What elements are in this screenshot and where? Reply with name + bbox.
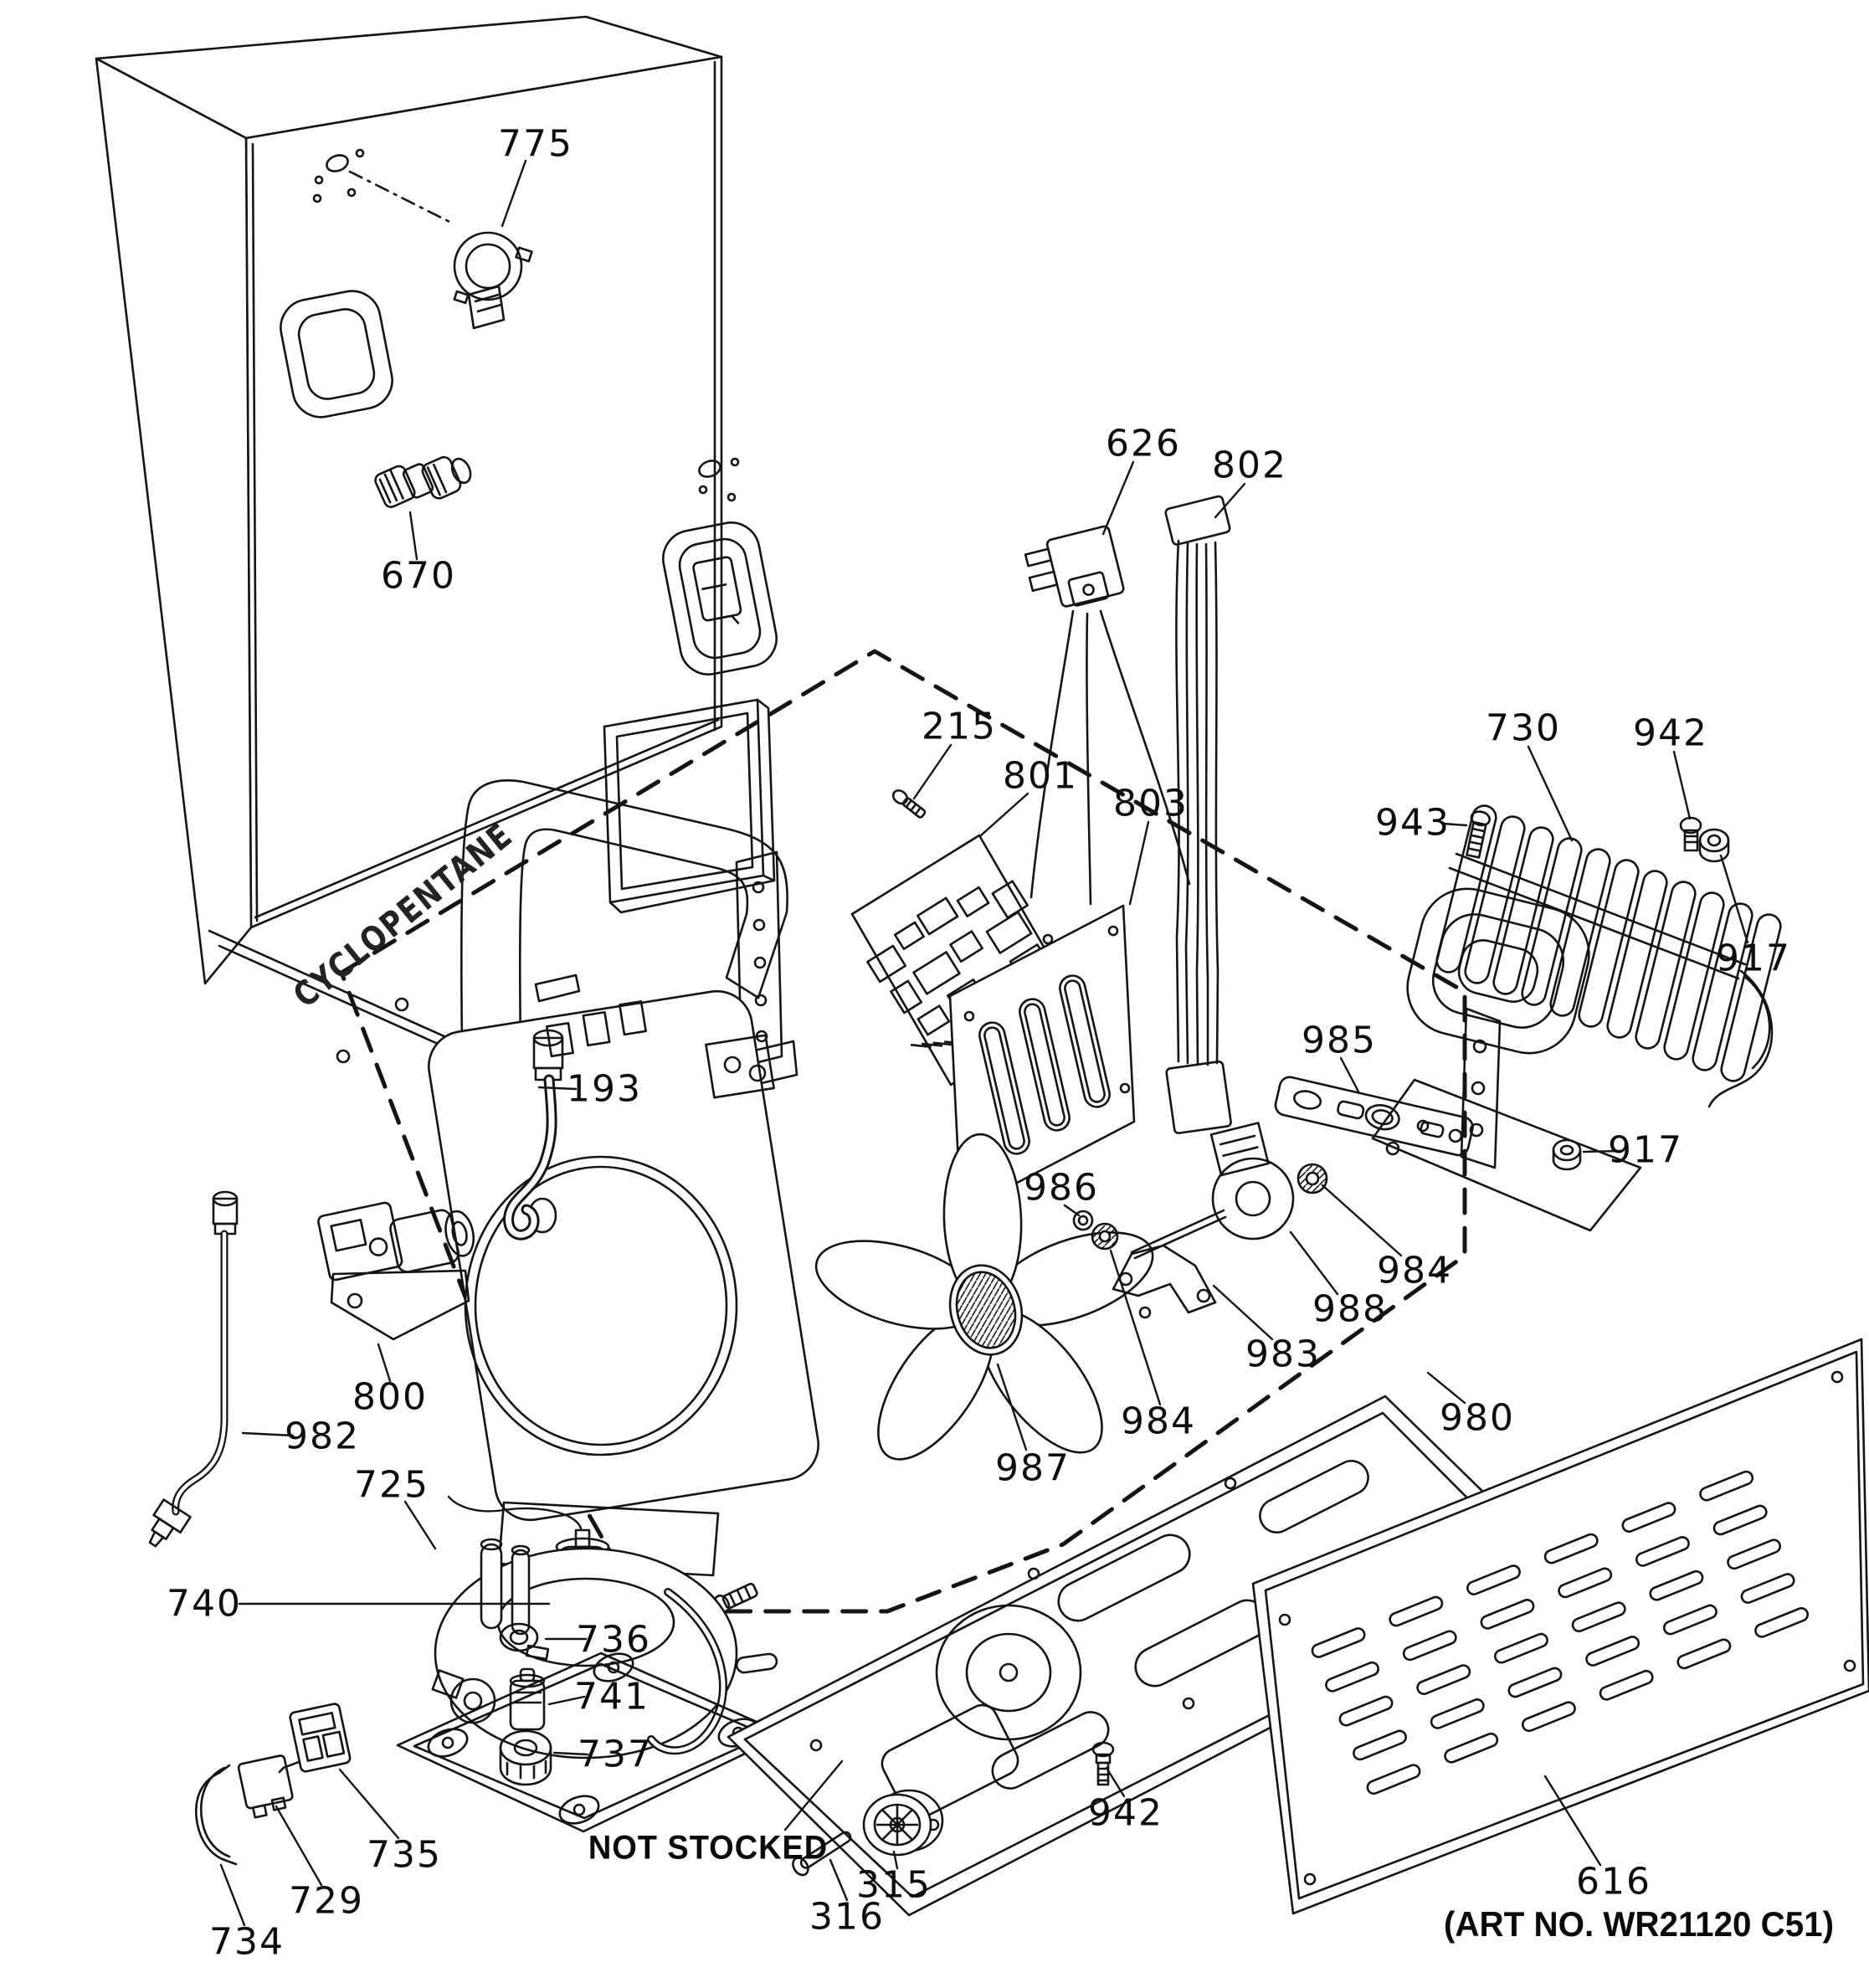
bolt-943: [1466, 810, 1491, 859]
grommet-917-upper: [1698, 828, 1730, 863]
motor-bracket-983: [1112, 1244, 1217, 1319]
capacitor-box-729: [237, 1754, 294, 1819]
water-connector-670: [374, 455, 472, 508]
cabinet-back-view: [95, 15, 798, 1125]
drain-hose-193: [503, 1029, 564, 1241]
leader-lines: [219, 159, 1749, 1927]
motor-grommet-984-left: [1091, 1222, 1119, 1251]
fan-blade-987: [814, 1133, 1154, 1461]
motor-nut-986: [1072, 1210, 1094, 1231]
compressor-725: [396, 1538, 787, 1833]
capacitor-741: [509, 1667, 546, 1731]
mounting-holes-top: [312, 148, 365, 203]
screw-942-bottom: [1091, 1741, 1115, 1786]
grommet-737: [499, 1729, 552, 1786]
handle-cutout-upper: [280, 290, 393, 419]
switch-626: [1024, 525, 1191, 906]
screw-215: [891, 789, 927, 819]
base-pan-not-stocked: [727, 1395, 1569, 1917]
condenser-coil-730: [1371, 804, 1782, 1232]
screw-942-top: [1679, 816, 1702, 852]
not-stocked-label: NOT STOCKED: [588, 1829, 829, 1867]
fan-assembly-boundary-980: [339, 649, 1467, 1614]
rear-access-panel-616: [1251, 1338, 1869, 1915]
wire-clip-734: [195, 1764, 238, 1866]
grommet-clamp-775: [453, 231, 533, 330]
board-cover-803: [948, 904, 1136, 1214]
mounting-holes-mid: [698, 457, 740, 502]
handle-cutout-lower: [662, 521, 778, 676]
water-tube-982: [148, 1190, 239, 1548]
motor-bracket-985: [1274, 1076, 1474, 1157]
water-valve-800: [317, 1201, 475, 1341]
art-number: (ART NO. WR21120 C51): [1443, 1904, 1835, 1944]
dashed-locator-line: [348, 170, 456, 226]
motor-grommet-984-right: [1296, 1163, 1328, 1194]
fan-motor-988: [1130, 1122, 1295, 1260]
fan-shroud: [428, 779, 819, 1615]
tube-clamp-736: [499, 1622, 550, 1661]
axle-pin-316: [792, 1831, 852, 1877]
grommet-917-lower: [1552, 1138, 1582, 1171]
wire-harness-802: [1164, 495, 1232, 1134]
roller-wheel-315: [862, 1789, 944, 1857]
drain-hose-clip: [534, 973, 581, 1003]
relay-735: [278, 1703, 352, 1774]
